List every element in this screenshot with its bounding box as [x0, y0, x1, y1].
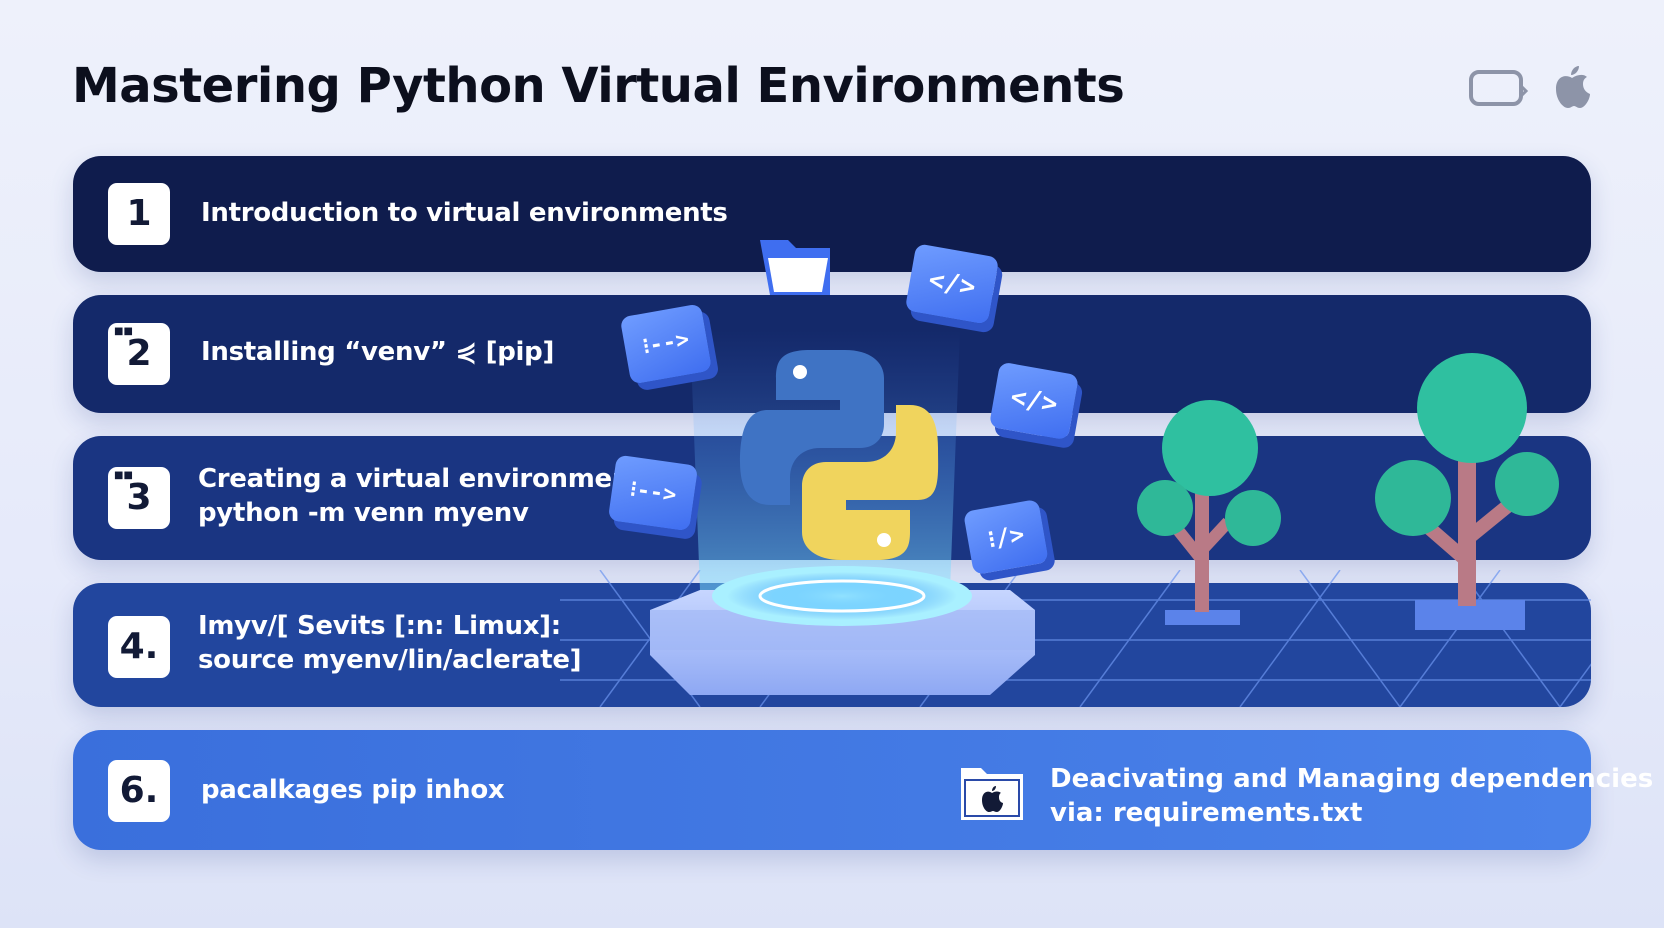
folder-apple-icon [961, 768, 1023, 820]
apple-icon [1556, 66, 1590, 108]
folder-number-3: ■■3 [108, 467, 170, 529]
step-number-5: 6. [108, 760, 170, 822]
step-label-5: pacalkages pip inhox [201, 775, 505, 805]
tree-right [1375, 353, 1559, 630]
laptop-icon [1469, 70, 1529, 106]
floating-folder-icon [760, 240, 830, 295]
step-label-4: Imyv/[ Sevits [:n: Limux]: source myenv/… [198, 611, 582, 675]
step-label-3: Creating a virtual environment: python -… [198, 464, 653, 528]
step-number-1: 1 [108, 183, 170, 245]
code-card-terminal-left: ⁝--> [619, 303, 713, 385]
code-card-tag-top: </> [904, 243, 1000, 325]
step-band-1[interactable]: 1 Introduction to virtual environments [73, 156, 1591, 272]
tree-left [1137, 400, 1281, 625]
deactivate-text: Deacivating and Managing dependencies vi… [1050, 764, 1654, 828]
folder-number-2: ■■2 [108, 323, 170, 385]
step-number-4: 4. [108, 616, 170, 678]
page-title: Mastering Python Virtual Environments [72, 58, 1125, 114]
step-label-2: Installing “venv” ⋞ [pip] [201, 337, 555, 367]
code-card-tag-low: ⁝/> [963, 498, 1049, 576]
step-band-5[interactable]: 6. pacalkages pip inhox [73, 730, 1591, 850]
step-label-1: Introduction to virtual environments [201, 198, 728, 228]
code-card-terminal-mid: ⁝--> [607, 454, 699, 532]
code-card-tag-right: </> [988, 361, 1080, 441]
